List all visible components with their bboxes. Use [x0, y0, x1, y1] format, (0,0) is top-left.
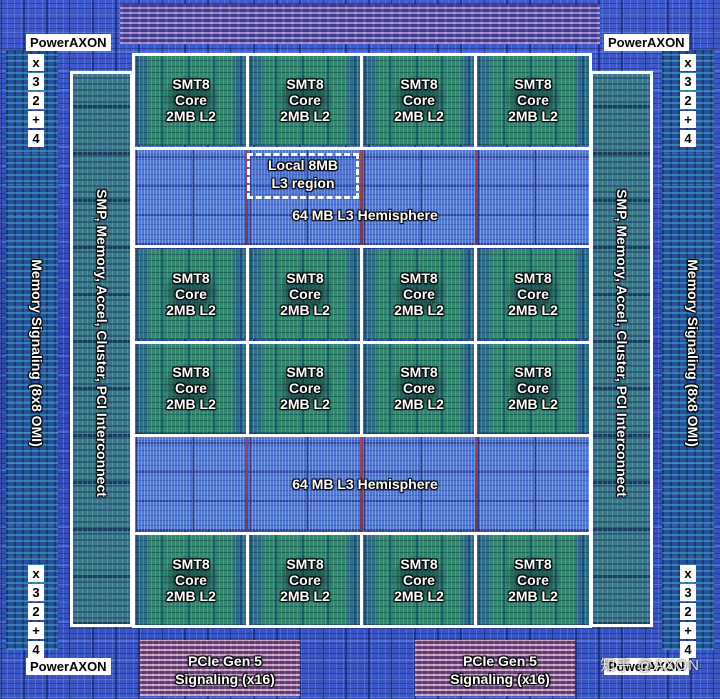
grid-line — [132, 147, 592, 150]
poweraxon-top-right: PowerAXON — [604, 34, 689, 51]
left-interconnect-column — [72, 73, 132, 625]
poweraxon-bottom-left: PowerAXON — [26, 658, 111, 675]
frame-line — [589, 53, 592, 628]
l3-bus-stripe — [360, 436, 363, 531]
axon-stack-top-right: x 3 2 + 4 — [680, 54, 696, 149]
left-memory-phy — [6, 50, 58, 650]
right-interconnect-label: SMP, Memory, Accel, Cluster, PCI Interco… — [614, 189, 630, 497]
grid-line — [246, 532, 249, 628]
pcie-left-label: PCIe Gen 5 Signaling (x16) — [175, 653, 275, 687]
l3-bus-stripe — [245, 150, 248, 245]
left-interconnect-label: SMP, Memory, Accel, Cluster, PCI Interco… — [94, 189, 110, 497]
frame-line — [70, 71, 73, 627]
pcie-right-label: PCIe Gen 5 Signaling (x16) — [450, 653, 550, 687]
right-interconnect-column — [592, 73, 652, 625]
watermark-text: 知乎 @AXON — [600, 657, 700, 674]
pcie-phy-right — [415, 640, 575, 696]
poweraxon-top-left: PowerAXON — [26, 34, 111, 51]
right-memory-phy — [662, 50, 714, 650]
l3-bus-stripe — [475, 150, 478, 245]
frame-line — [70, 624, 132, 627]
frame-line — [130, 71, 133, 627]
left-memory-signaling-label: Memory Signaling (8x8 OMI) — [29, 259, 45, 447]
l3-bus-stripe — [360, 150, 363, 245]
top-io-strip — [120, 4, 600, 44]
right-memory-signaling-label: Memory Signaling (8x8 OMI) — [685, 259, 701, 447]
grid-line — [474, 53, 477, 147]
frame-line — [650, 71, 653, 627]
l3-bottom-label: 64 MB L3 Hemisphere — [292, 476, 438, 492]
axon-stack-bottom-left: x 3 2 + 4 — [28, 565, 44, 660]
grid-line — [360, 245, 363, 434]
grid-line — [246, 53, 249, 147]
axon-stack-bottom-right: x 3 2 + 4 — [680, 565, 696, 660]
frame-line — [70, 71, 132, 74]
l3-hemisphere-top — [135, 150, 590, 245]
local-l3-label-line2: L3 region — [271, 175, 335, 191]
grid-line — [360, 53, 363, 147]
local-l3-label-line1: Local 8MB — [267, 157, 338, 173]
grid-line — [246, 245, 249, 434]
grid-line — [474, 532, 477, 628]
frame-line — [590, 624, 652, 627]
frame-line — [590, 71, 652, 74]
l3-top-label: 64 MB L3 Hemisphere — [292, 207, 438, 223]
l3-bus-stripe — [475, 436, 478, 531]
poweraxon-bottom-right: PowerAXON — [604, 658, 689, 675]
pcie-phy-left — [140, 640, 300, 696]
grid-line — [132, 434, 592, 437]
frame-line — [132, 53, 135, 628]
grid-line — [360, 532, 363, 628]
l3-bus-stripe — [245, 436, 248, 531]
axon-stack-top-left: x 3 2 + 4 — [28, 54, 44, 149]
grid-line — [474, 245, 477, 434]
local-l3-region-box — [247, 153, 359, 199]
l3-hemisphere-bottom — [135, 436, 590, 531]
